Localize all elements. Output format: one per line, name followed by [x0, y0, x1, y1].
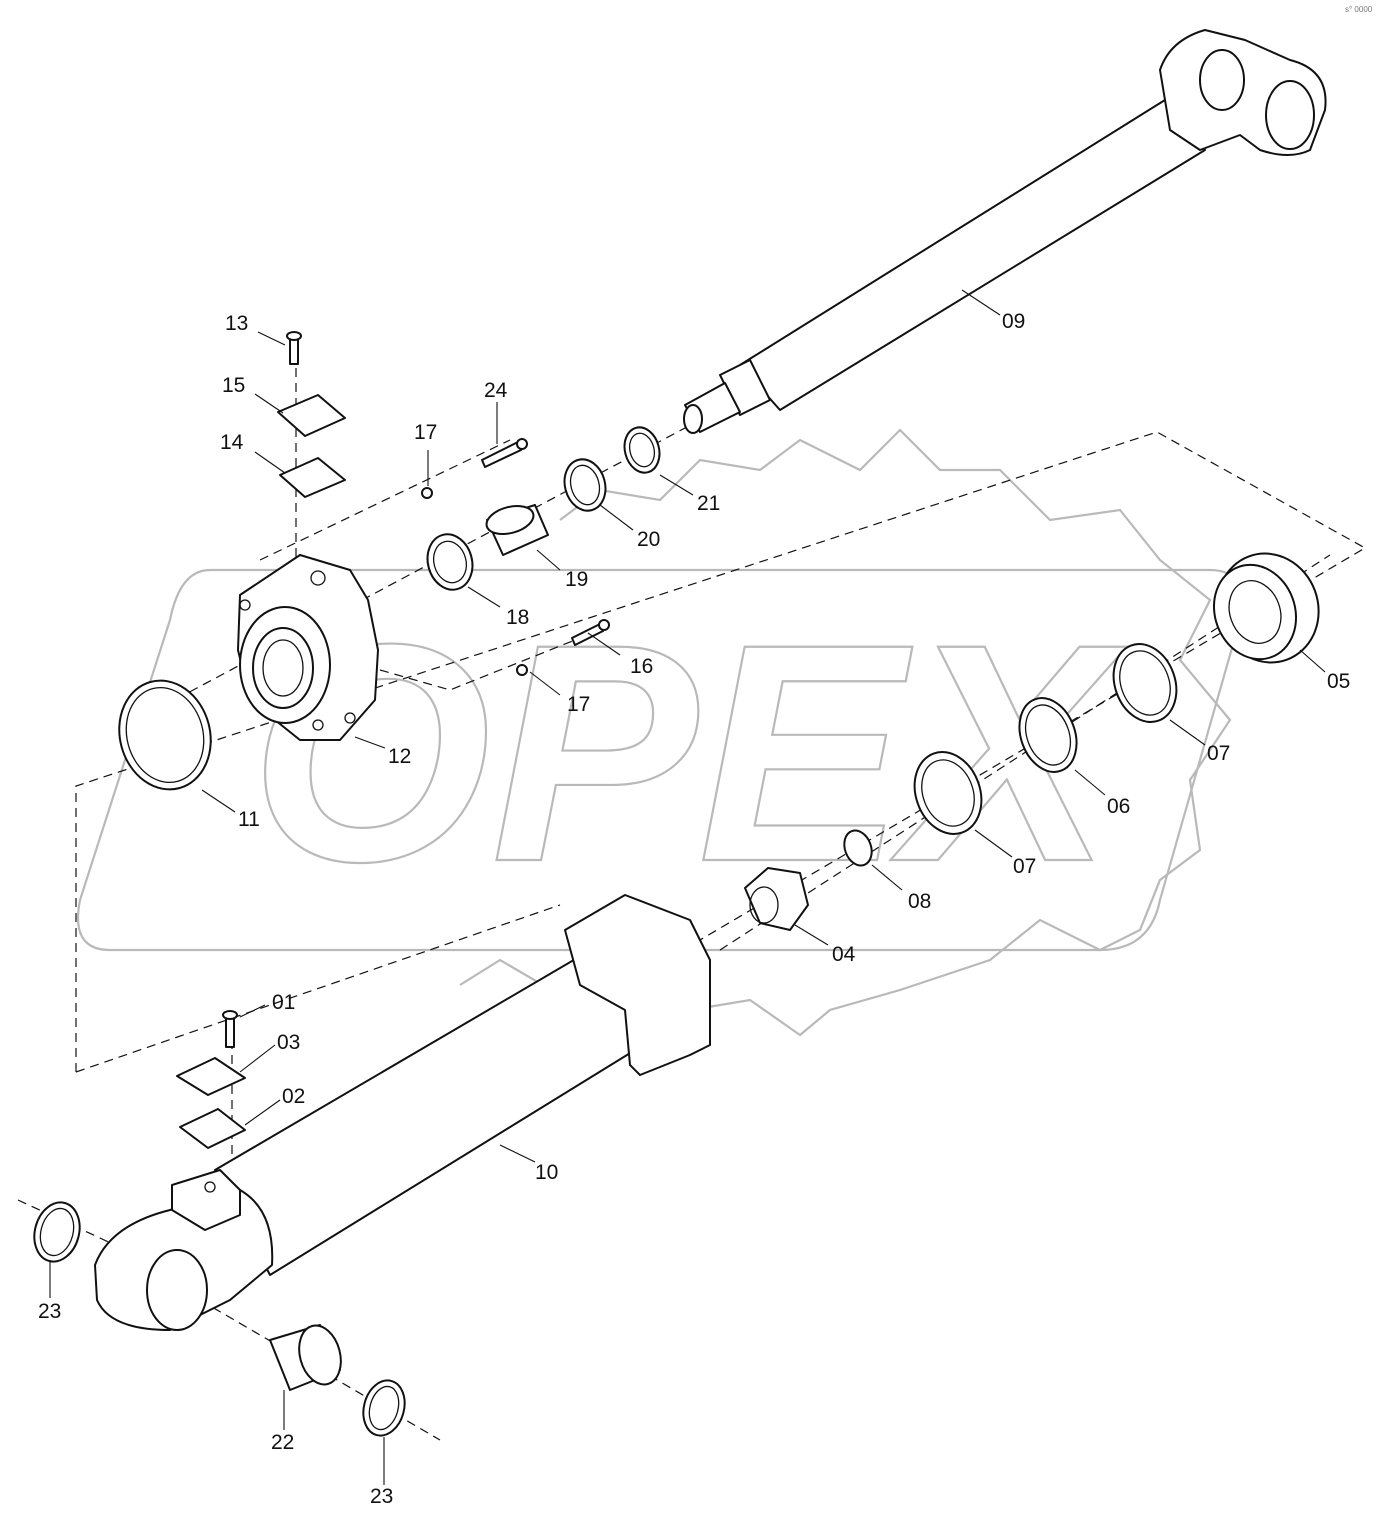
nut-04 — [744, 867, 809, 931]
label-part-18: 18 — [506, 606, 529, 629]
cylinder-head — [237, 554, 379, 741]
watermark-text: OPEX — [250, 579, 1127, 926]
label-part-09: 10 — [535, 1161, 558, 1184]
label-part-19: 19 — [565, 568, 588, 591]
label-part-23-bottom: 23 — [370, 1485, 393, 1508]
label-part-10: 09 — [1002, 310, 1025, 333]
label-part-13: 13 — [225, 312, 248, 335]
leader-lines — [49, 289, 1326, 1485]
label-part-22: 22 — [271, 1431, 294, 1454]
bolt-01 — [222, 1010, 238, 1048]
label-part-17-lower: 17 — [567, 693, 590, 716]
piston-rod — [683, 29, 1327, 434]
ball-17-upper — [421, 487, 433, 499]
ring-20 — [563, 458, 607, 512]
label-part-11: 11 — [238, 808, 260, 831]
label-part-21: 21 — [697, 492, 720, 515]
plate-02 — [179, 1108, 246, 1149]
bolt-13 — [286, 331, 302, 365]
bushing-19 — [485, 504, 549, 556]
ring-21 — [623, 426, 661, 474]
ring-07-upper — [1112, 643, 1178, 723]
piston-05 — [1212, 552, 1320, 664]
label-part-24: 24 — [484, 379, 508, 402]
plate-15 — [277, 394, 346, 437]
label-part-05: 05 — [1327, 670, 1350, 693]
label-part-17-upper: 17 — [414, 421, 437, 444]
plate-14 — [279, 457, 346, 498]
ring-23-left — [33, 1201, 81, 1263]
bushing-22 — [269, 1324, 342, 1391]
label-part-07-lower: 07 — [1013, 855, 1036, 878]
label-part-20: 20 — [637, 528, 660, 551]
plate-03 — [176, 1057, 246, 1096]
label-part-12: 12 — [388, 745, 411, 768]
label-part-15: 15 — [222, 374, 245, 397]
ring-23-bottom — [362, 1379, 406, 1437]
label-part-03: 03 — [277, 1031, 300, 1054]
ring-08 — [843, 829, 873, 867]
pin-24 — [481, 441, 522, 468]
screw-16 — [571, 623, 604, 646]
corner-mark: s° 0000 — [1345, 5, 1373, 14]
label-part-04: 04 — [832, 943, 856, 966]
label-part-01: 01 — [272, 991, 295, 1014]
label-part-02: 02 — [282, 1085, 305, 1108]
watermark: OPEX — [76, 428, 1244, 1037]
o-ring-11 — [118, 679, 212, 791]
part-labels: 09 13 15 14 17 24 21 20 19 18 16 17 12 1… — [38, 310, 1350, 1508]
label-part-16: 16 — [630, 655, 653, 678]
ball-17-lower — [516, 664, 528, 676]
cylinder-barrel — [94, 894, 711, 1331]
label-part-07-upper: 07 — [1207, 742, 1230, 765]
label-part-08: 08 — [908, 890, 931, 913]
label-part-23-left: 23 — [38, 1300, 61, 1323]
label-part-14: 14 — [220, 431, 244, 454]
label-part-06: 06 — [1107, 795, 1130, 818]
